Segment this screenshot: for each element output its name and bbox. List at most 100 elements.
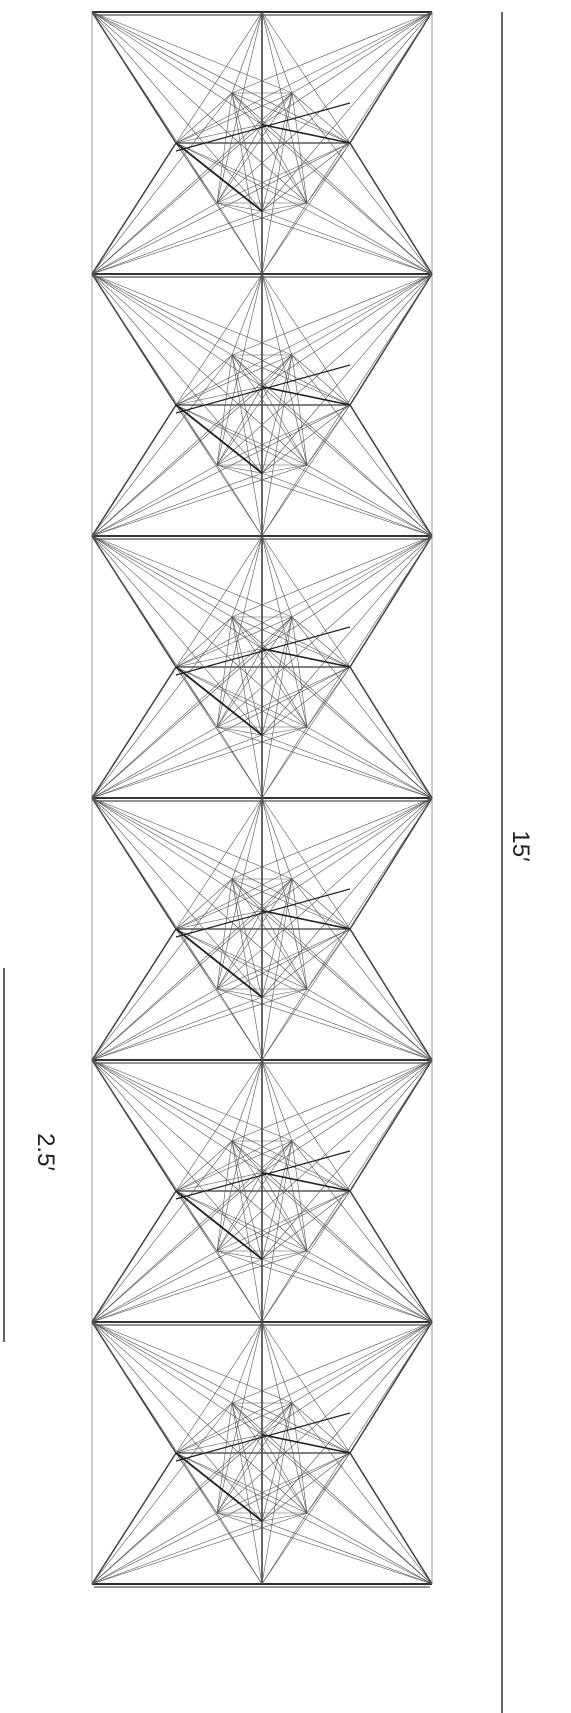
strut [261, 1172, 308, 1252]
strut [91, 1452, 177, 1585]
strut [175, 535, 263, 668]
strut [261, 354, 293, 537]
strut [261, 273, 293, 356]
strut [91, 878, 233, 1061]
strut [175, 1059, 433, 1192]
strut [261, 1512, 308, 1585]
strut [306, 535, 433, 728]
strut [261, 666, 351, 736]
strut [216, 1402, 233, 1514]
strut [91, 1190, 351, 1323]
strut [216, 878, 293, 990]
strut [261, 1190, 351, 1323]
strut [91, 1172, 263, 1323]
strut [175, 910, 263, 930]
strut [306, 11, 433, 204]
strut [261, 726, 308, 799]
strut [261, 734, 433, 799]
unit-length-label: 2.5′ [32, 1133, 59, 1171]
strut [231, 354, 351, 406]
strut [91, 1321, 218, 1514]
strut [349, 142, 433, 275]
strut [231, 92, 263, 275]
strut [216, 1140, 233, 1252]
strut [231, 535, 263, 618]
strut [175, 888, 351, 938]
strut [261, 535, 308, 728]
strut [175, 404, 218, 466]
strut [261, 123, 351, 144]
strut [216, 797, 263, 990]
strut [216, 648, 263, 728]
strut [261, 1402, 293, 1435]
strut [261, 928, 351, 998]
strut [91, 988, 308, 1061]
strut [91, 273, 233, 356]
strut [261, 797, 293, 880]
strut [175, 1150, 351, 1200]
strut [216, 988, 433, 1061]
strut [216, 273, 263, 466]
strut [306, 464, 433, 537]
strut [231, 354, 263, 474]
strut [231, 273, 263, 356]
strut [216, 988, 263, 998]
strut [349, 1190, 433, 1323]
strut [231, 92, 263, 212]
strut [91, 988, 218, 1061]
strut [231, 354, 263, 537]
strut [231, 1140, 351, 1192]
strut [216, 386, 263, 466]
strut [175, 928, 263, 998]
strut [261, 464, 308, 474]
strut [175, 666, 433, 799]
strut [261, 1250, 308, 1323]
strut [231, 878, 433, 1061]
strut [349, 11, 433, 144]
strut [349, 404, 433, 537]
strut [216, 1434, 263, 1514]
strut [261, 616, 293, 736]
strut [91, 1512, 218, 1585]
strut [261, 124, 433, 275]
strut [91, 1321, 293, 1404]
strut [349, 1059, 433, 1192]
strut [91, 273, 293, 356]
strut [261, 386, 308, 466]
strut [91, 797, 293, 880]
strut [291, 616, 433, 799]
strut [216, 1250, 263, 1323]
strut [216, 1321, 433, 1514]
strut [349, 797, 433, 930]
strut [216, 535, 263, 728]
strut [261, 142, 351, 275]
strut [231, 878, 351, 930]
strut [231, 1140, 263, 1323]
strut [216, 988, 263, 1061]
strut [261, 404, 351, 474]
strut [231, 1321, 433, 1404]
strut [91, 11, 233, 94]
strut [261, 1434, 308, 1514]
strut [261, 1402, 293, 1522]
strut [216, 1250, 433, 1323]
strut [261, 1258, 433, 1323]
strut [261, 910, 433, 1061]
strut [231, 1402, 263, 1522]
strut [231, 1402, 433, 1585]
strut [216, 1512, 263, 1522]
strut [291, 1402, 308, 1514]
strut [216, 11, 433, 204]
strut [91, 648, 263, 799]
strut [231, 616, 263, 799]
strut [91, 210, 263, 275]
strut [175, 11, 263, 144]
strut [91, 797, 351, 930]
strut [261, 1059, 351, 1192]
strut [261, 1172, 433, 1323]
strut [231, 1402, 263, 1585]
strut [216, 354, 233, 466]
strut [306, 1250, 433, 1323]
strut [91, 354, 293, 537]
strut [175, 92, 293, 144]
